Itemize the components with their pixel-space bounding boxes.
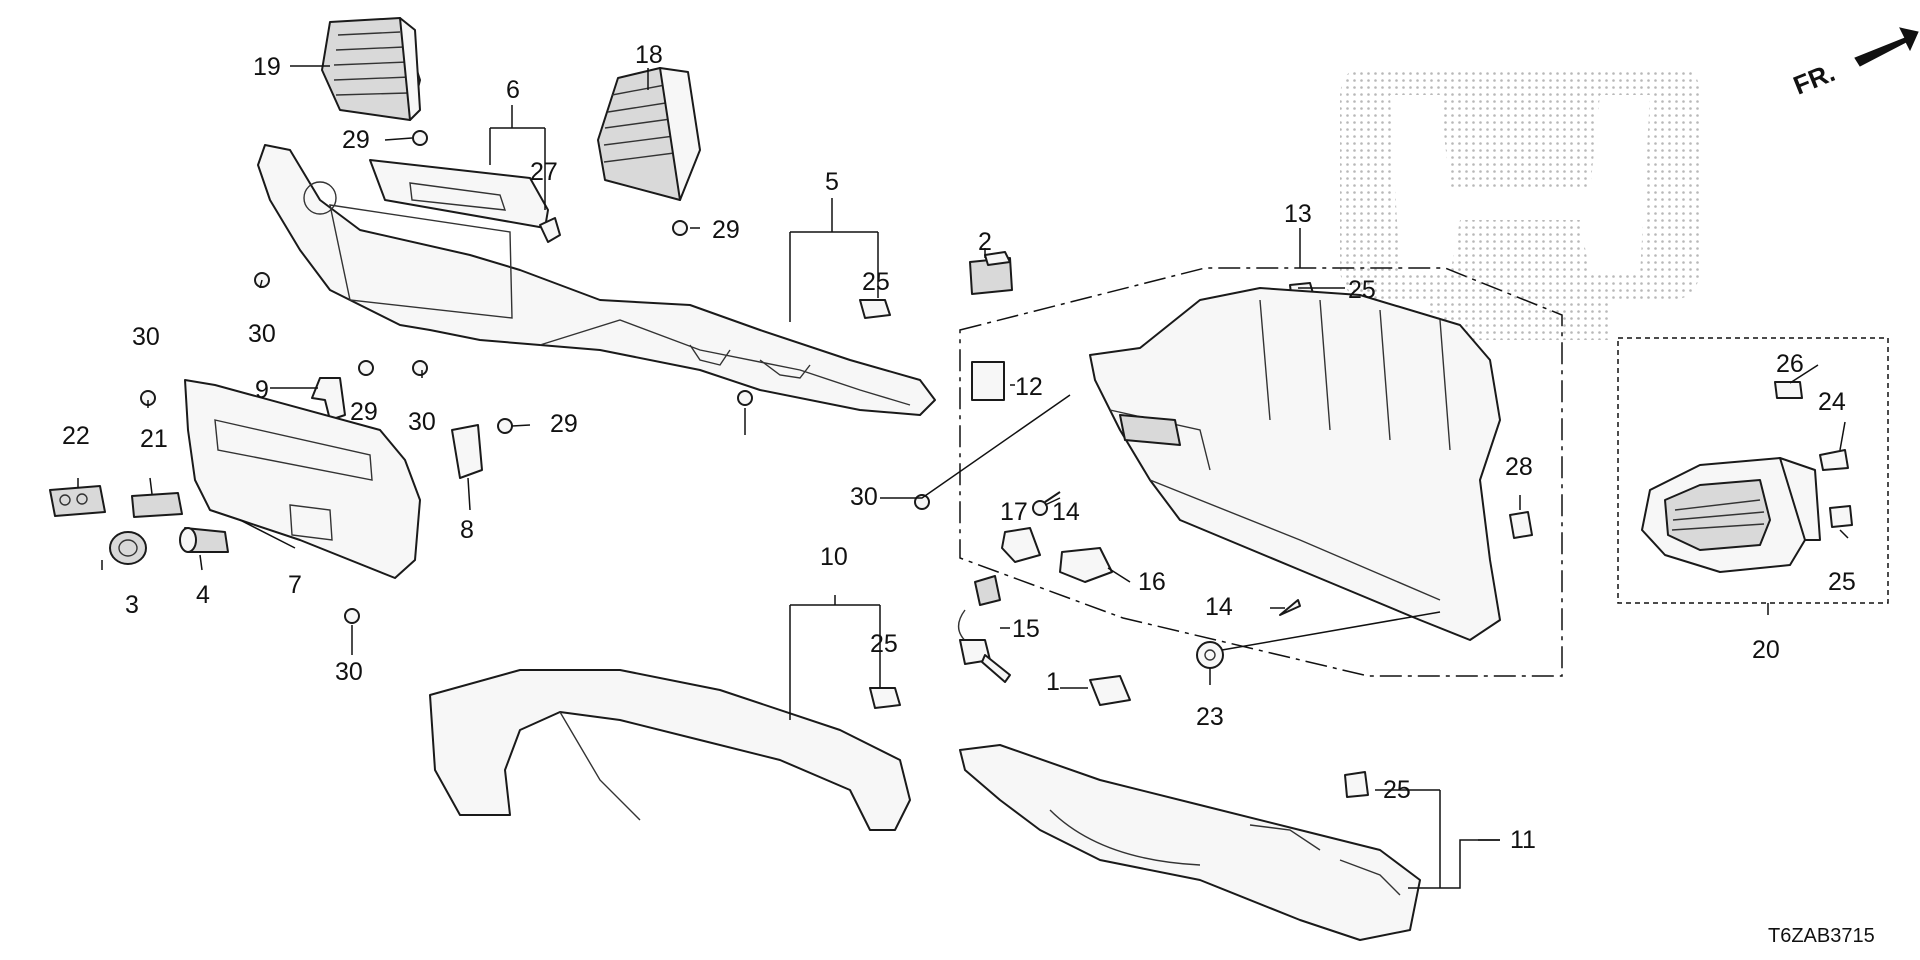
part-30-screw-c — [412, 360, 428, 376]
part-25-clip-d — [1344, 771, 1369, 798]
part-16-handle — [1059, 547, 1113, 583]
part-11-lower-trim — [959, 744, 1421, 941]
part-21-switch — [131, 492, 183, 518]
front-direction-mark: FR. — [1789, 27, 1919, 101]
label-28: 28 — [1505, 453, 1533, 481]
label-14-b: 14 — [1205, 593, 1233, 621]
label-30-a: 30 — [248, 320, 276, 348]
part-18-vent — [597, 67, 701, 201]
label-13: 13 — [1284, 200, 1312, 228]
label-25-c: 25 — [870, 630, 898, 658]
part-29-screw-d — [497, 418, 513, 434]
label-5: 5 — [825, 168, 839, 196]
part-12-label — [971, 361, 1005, 401]
part-4-socket — [179, 527, 229, 553]
label-30-c: 30 — [408, 408, 436, 436]
honda-watermark-logo — [1340, 68, 1700, 340]
label-10: 10 — [820, 543, 848, 571]
part-25-clip-e — [1829, 505, 1853, 528]
label-12: 12 — [1015, 373, 1043, 401]
label-26: 26 — [1776, 350, 1804, 378]
part-25-clip-a — [859, 299, 891, 319]
leader-lines — [77, 65, 1849, 889]
part-29-screw-a — [412, 130, 428, 146]
part-3-knob — [109, 531, 147, 565]
part-7-center-panel — [184, 379, 421, 579]
part-27-clip — [539, 217, 561, 243]
drawing-code: T6ZAB3715 — [1768, 925, 1875, 947]
label-25-b: 25 — [1348, 276, 1376, 304]
part-17-latch — [1001, 527, 1041, 563]
label-30-d: 30 — [850, 483, 878, 511]
part-25-clip-c — [869, 687, 901, 709]
vent-group-outline — [1617, 337, 1889, 604]
part-15-key-cylinder — [957, 575, 1011, 683]
label-29-b: 29 — [712, 216, 740, 244]
part-26-clip — [1774, 381, 1803, 399]
label-19: 19 — [253, 53, 281, 81]
label-30-b: 30 — [132, 323, 160, 351]
part-10-lower-panel — [429, 669, 911, 831]
part-8-bracket — [451, 424, 483, 479]
label-20: 20 — [1752, 636, 1780, 664]
label-30-e: 30 — [335, 658, 363, 686]
label-3: 3 — [125, 591, 139, 619]
part-24-clip — [1819, 449, 1849, 471]
arrow-icon — [1854, 27, 1919, 67]
part-29-screw-c — [358, 360, 374, 376]
label-6: 6 — [506, 76, 520, 104]
label-23: 23 — [1196, 703, 1224, 731]
part-22-switch-panel — [49, 485, 106, 517]
label-7: 7 — [288, 571, 302, 599]
label-25-e: 25 — [1828, 568, 1856, 596]
part-28-clip — [1509, 511, 1533, 539]
part-14-screw-b — [1279, 599, 1301, 616]
part-13-glove-box — [1089, 287, 1501, 641]
label-18: 18 — [635, 41, 663, 69]
part-29-screw-b — [672, 220, 688, 236]
label-24: 24 — [1818, 388, 1846, 416]
label-14-a: 14 — [1052, 498, 1080, 526]
label-22: 22 — [62, 422, 90, 450]
label-11: 11 — [1510, 826, 1536, 854]
label-9: 9 — [255, 376, 269, 404]
label-27: 27 — [530, 158, 558, 186]
part-20-side-vent — [1641, 457, 1821, 573]
part-30-screw-d — [737, 390, 753, 406]
label-29-a: 29 — [342, 126, 370, 154]
label-25-d: 25 — [1383, 776, 1411, 804]
part-1-clip — [1089, 675, 1131, 706]
label-21: 21 — [140, 425, 168, 453]
fastener-screws — [140, 130, 930, 624]
part-23-bolt — [1196, 641, 1224, 669]
label-29-d: 29 — [550, 410, 578, 438]
label-16: 16 — [1138, 568, 1166, 596]
part-2-switch — [969, 251, 1013, 295]
label-25-a: 25 — [862, 268, 890, 296]
part-number-labels: 19 18 6 27 29 29 5 2 25 13 25 30 30 9 29… — [62, 41, 1856, 854]
part-6-trim-strip — [369, 159, 549, 229]
part-30-screw-e — [344, 608, 360, 624]
part-19-vent — [321, 17, 421, 121]
part-14-screw-a — [1032, 491, 1061, 516]
fr-label: FR. — [1789, 57, 1839, 101]
label-17: 17 — [1000, 498, 1028, 526]
glove-box-group-outline — [959, 267, 1563, 677]
label-1: 1 — [1046, 668, 1060, 696]
label-2: 2 — [978, 228, 992, 256]
part-5-upper-dashboard — [257, 144, 936, 416]
label-29-c: 29 — [350, 398, 378, 426]
label-8: 8 — [460, 516, 474, 544]
label-15: 15 — [1012, 615, 1040, 643]
label-4: 4 — [196, 581, 210, 609]
